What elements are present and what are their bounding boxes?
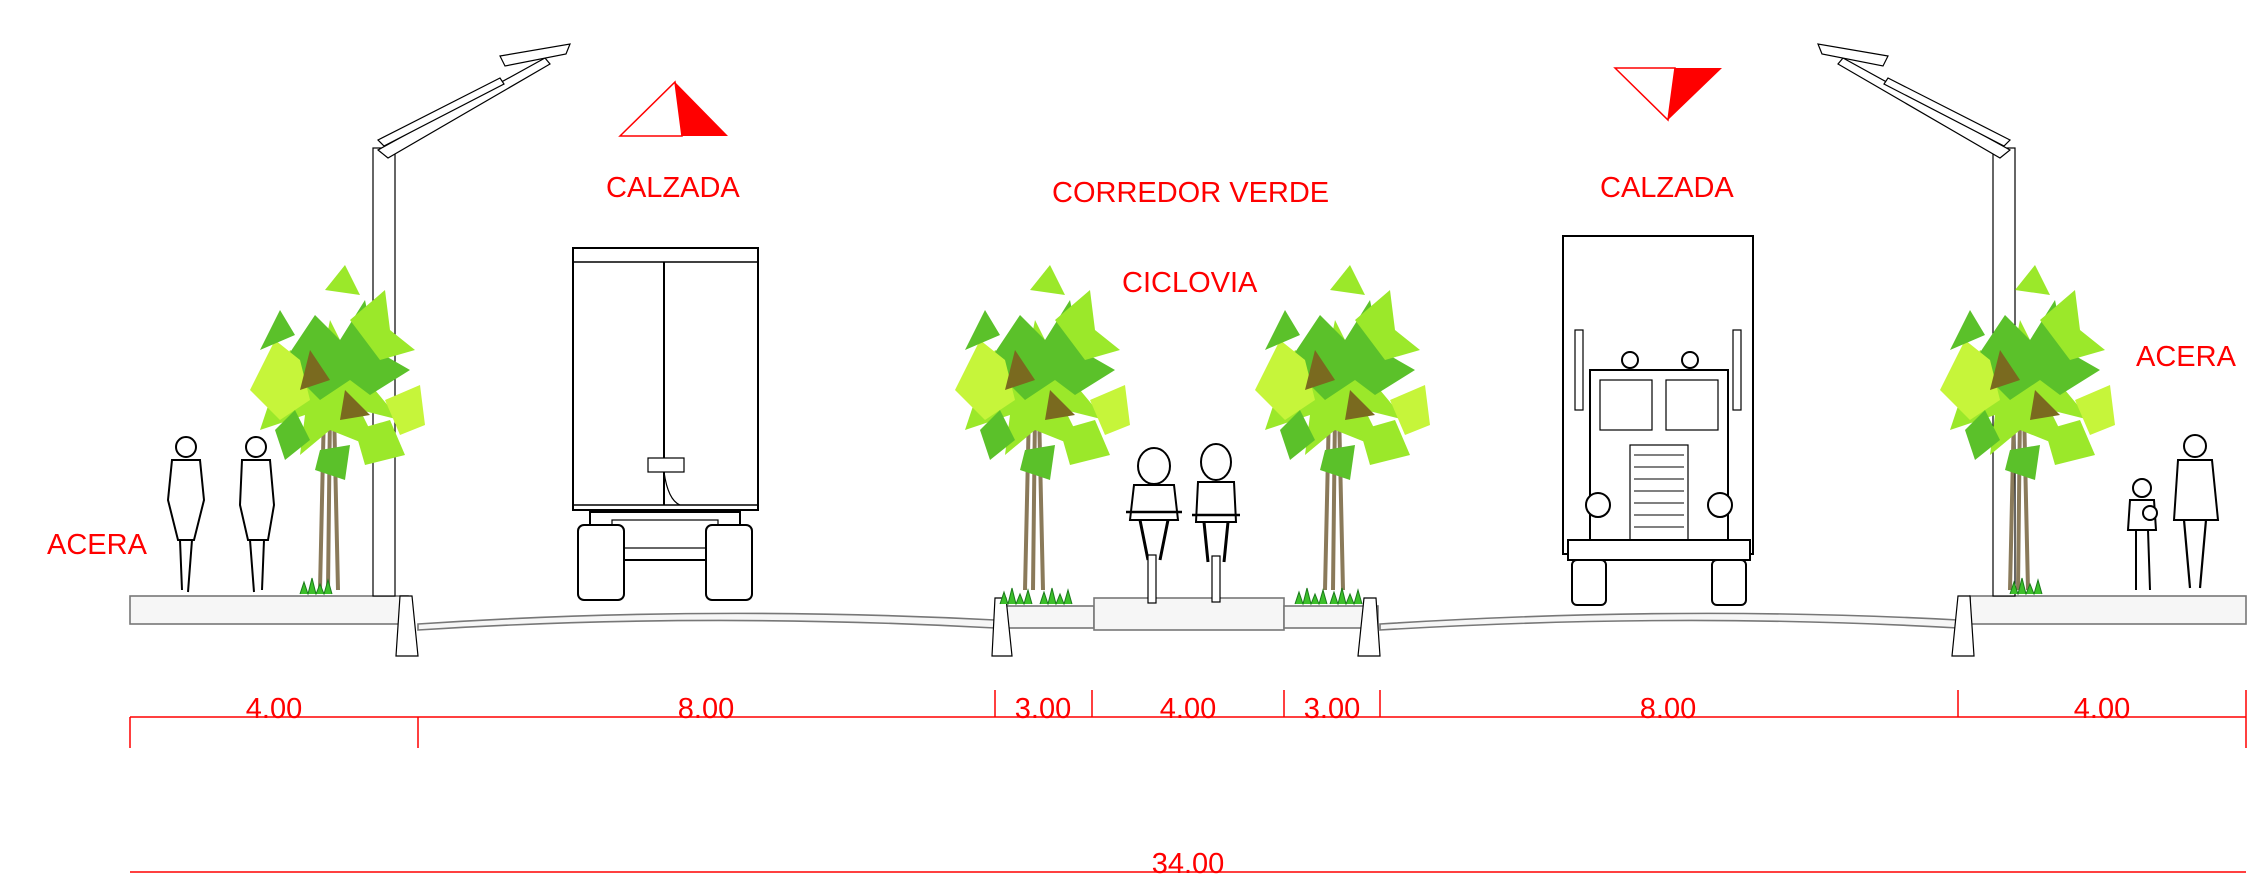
truck-icon [1562,235,1754,606]
direction-arrow-icon [1613,67,1722,122]
label-calzada-right: CALZADA [1600,172,1734,204]
roadway-right [1379,612,1959,631]
dim-verde-left: 3.00 [1015,693,1071,725]
pedestrian-icon [166,436,206,593]
dim-acera-right: 4.00 [2074,693,2130,725]
label-acera-left: ACERA [47,529,148,561]
pedestrian-icon [2126,478,2158,591]
roadway-left [417,612,996,631]
label-ciclovia: CICLOVIA [1122,267,1258,299]
pedestrian-icon [238,436,276,593]
label-calzada-left: CALZADA [606,172,740,204]
tree-icon [250,265,425,592]
cyclist-icon [1192,443,1240,603]
streetlight-icon [1817,43,2016,597]
dim-total: 34.00 [1152,848,1225,880]
truck-icon [572,247,759,601]
dimension-chain [129,690,2247,873]
bike-lane-surface [1093,597,1285,631]
tree-icon [1940,265,2115,592]
tree-icon [1255,265,1430,592]
curb-left [395,595,419,657]
pedestrian-icon [2172,434,2220,589]
green-strip-left [999,605,1095,629]
curb-median-right [1357,597,1381,657]
label-acera-right: ACERA [2136,341,2237,373]
label-corredor-verde: CORREDOR VERDE [1052,177,1329,209]
dim-calzada-right: 8.00 [1640,693,1696,725]
dim-verde-right: 3.00 [1304,693,1360,725]
cyclist-icon [1126,447,1182,604]
sidewalk-right [1969,595,2247,625]
ground-profile [129,595,2247,657]
direction-arrow-icon [618,80,728,137]
curb-right [1951,595,1975,657]
sidewalk-left [129,595,409,625]
dim-ciclovia: 4.00 [1160,693,1216,725]
dim-acera-left: 4.00 [246,693,302,725]
streetlight-icon [372,43,571,597]
tree-icon [955,265,1130,592]
dim-calzada-left: 8.00 [678,693,734,725]
green-strip-right [1283,605,1379,629]
